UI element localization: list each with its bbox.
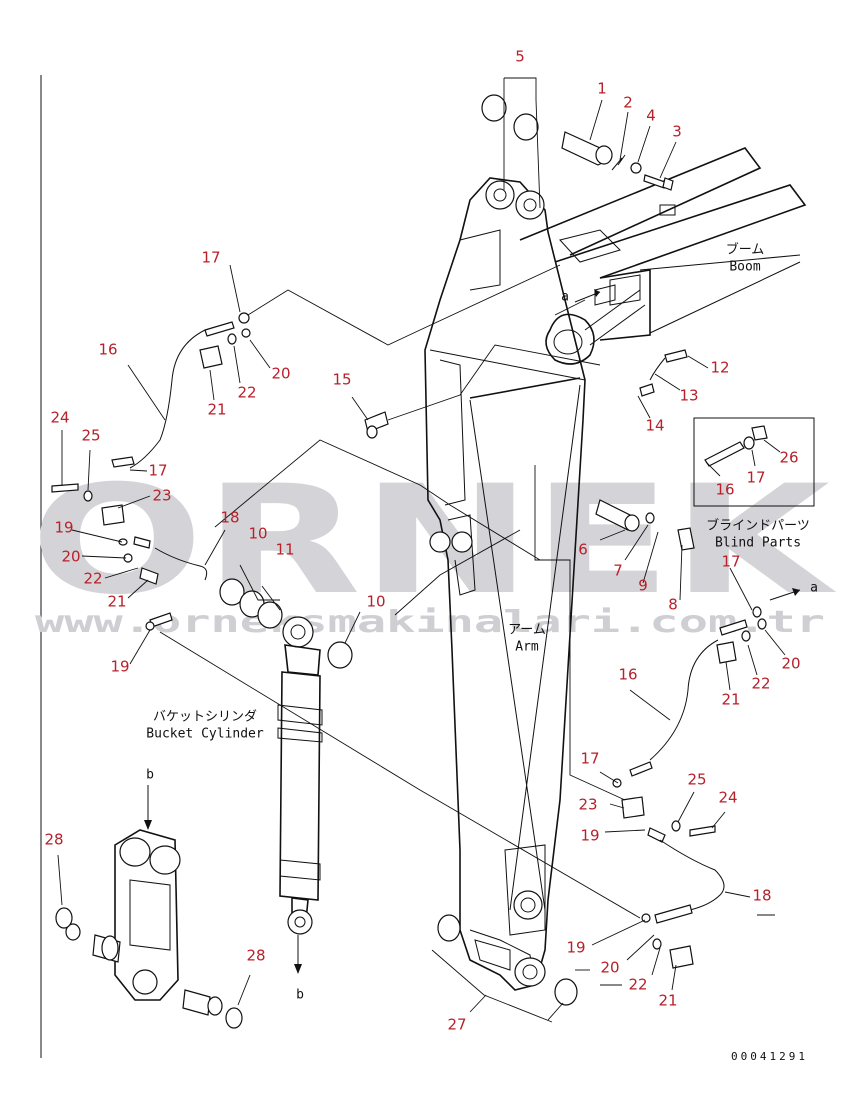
callout-26: 26 xyxy=(779,449,798,467)
callout-21: 21 xyxy=(721,691,740,709)
callout-20: 20 xyxy=(781,655,800,673)
arrow-a-right xyxy=(769,588,801,601)
callout-17: 17 xyxy=(201,249,220,267)
boom-arm-pin-group xyxy=(481,94,674,191)
drawing-code: 00041291 xyxy=(731,1050,808,1063)
callout-19: 19 xyxy=(580,827,599,845)
callout-19: 19 xyxy=(566,939,585,957)
callout-25: 25 xyxy=(687,771,706,789)
callout-17: 17 xyxy=(721,553,740,571)
blind-parts-label-en: Blind Parts xyxy=(715,536,801,551)
callout-13: 13 xyxy=(679,387,698,405)
boom-label-jp: ブーム xyxy=(726,242,765,258)
pin-end-plates xyxy=(437,914,578,1006)
callout-16: 16 xyxy=(98,341,117,359)
arrow-b-cylinder xyxy=(294,935,302,974)
callout-10: 10 xyxy=(366,593,385,611)
blind-parts-label-jp: ブラインドパーツ xyxy=(706,518,810,534)
callout-22: 22 xyxy=(237,384,256,402)
bucket-cylinder-drawing xyxy=(277,616,323,935)
callout-numbers: 5 1 2 4 3 17 16 20 22 21 15 12 13 14 24 … xyxy=(44,48,800,1034)
callout-21: 21 xyxy=(207,401,226,419)
callout-28: 28 xyxy=(246,947,265,965)
link-drawing xyxy=(55,829,243,1029)
cylinder-pin-washers xyxy=(219,578,353,669)
callout-1: 1 xyxy=(597,80,607,98)
ref-b-link: b xyxy=(146,768,154,783)
callout-9: 9 xyxy=(638,577,648,595)
callout-10: 10 xyxy=(248,525,267,543)
arrow-a-boom xyxy=(574,289,601,303)
callout-23: 23 xyxy=(152,487,171,505)
callout-21: 21 xyxy=(107,593,126,611)
boom-drawing xyxy=(519,147,807,365)
callout-28: 28 xyxy=(44,831,63,849)
callout-17: 17 xyxy=(148,462,167,480)
callout-18: 18 xyxy=(220,509,239,527)
callout-15: 15 xyxy=(332,371,351,389)
reference-lines xyxy=(159,264,641,919)
callout-8: 8 xyxy=(668,596,678,614)
callout-21: 21 xyxy=(658,992,677,1010)
callout-3: 3 xyxy=(672,123,682,141)
ref-a-right: a xyxy=(810,581,818,596)
blind-parts-box xyxy=(693,417,815,507)
callout-25: 25 xyxy=(81,427,100,445)
callout-12: 12 xyxy=(710,359,729,377)
callout-17: 17 xyxy=(580,750,599,768)
ref-a-boom: a xyxy=(561,290,569,305)
arm-drawing xyxy=(424,177,586,991)
callout-16: 16 xyxy=(618,666,637,684)
callout-2: 2 xyxy=(623,94,633,112)
callout-20: 20 xyxy=(600,959,619,977)
boom-label-en: Boom xyxy=(729,260,760,275)
arm-bucket-pin-group xyxy=(595,499,695,551)
bucket-cylinder-label-jp: バケットシリンダ xyxy=(153,710,257,725)
callout-23: 23 xyxy=(578,796,597,814)
grease-piping-right xyxy=(612,606,767,969)
callout-14: 14 xyxy=(645,417,664,435)
callout-20: 20 xyxy=(271,365,290,383)
grease-piping-left xyxy=(51,312,251,631)
ref-b-cylinder: b xyxy=(296,988,304,1003)
leader-lines xyxy=(57,77,786,1023)
callout-27: 27 xyxy=(447,1016,466,1034)
callout-6: 6 xyxy=(578,541,588,559)
callout-4: 4 xyxy=(646,107,656,125)
callout-22: 22 xyxy=(751,675,770,693)
callout-16: 16 xyxy=(715,481,734,499)
callout-22: 22 xyxy=(83,570,102,588)
callout-24: 24 xyxy=(718,789,737,807)
callout-19: 19 xyxy=(110,658,129,676)
callout-7: 7 xyxy=(613,562,623,580)
boom-grease-parts xyxy=(364,349,688,439)
callout-24: 24 xyxy=(50,409,69,427)
arm-label-en: Arm xyxy=(515,640,539,655)
callout-19: 19 xyxy=(54,519,73,537)
callout-5: 5 xyxy=(515,48,525,66)
callout-20: 20 xyxy=(61,548,80,566)
arm-label-jp: アーム xyxy=(508,623,546,638)
callout-18: 18 xyxy=(752,887,771,905)
callout-22: 22 xyxy=(628,976,647,994)
bucket-cylinder-label-en: Bucket Cylinder xyxy=(146,727,264,742)
callout-11: 11 xyxy=(275,541,294,559)
arrow-b-link xyxy=(144,785,152,830)
callout-17: 17 xyxy=(746,469,765,487)
